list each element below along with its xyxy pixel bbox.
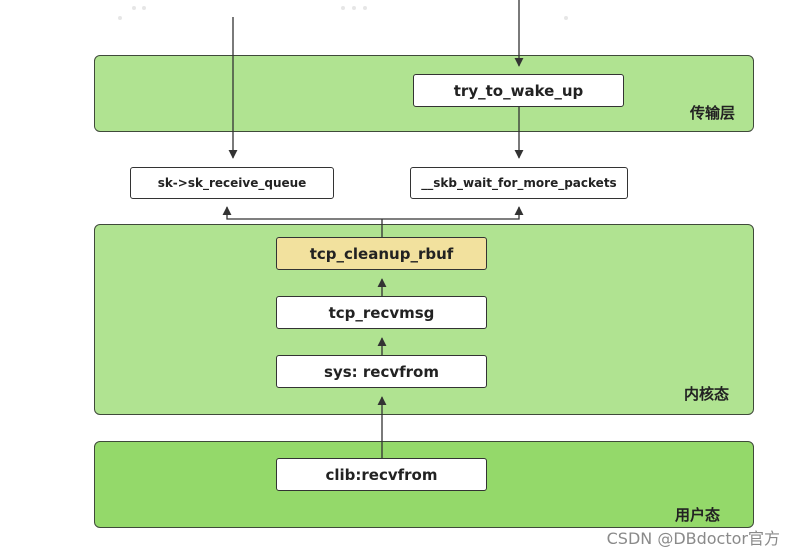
node-try-to-wake-up: try_to_wake_up: [413, 74, 624, 107]
arrow-split-left: [222, 206, 382, 220]
transport-layer-label: 传输层: [689, 104, 735, 122]
decor-dot: [363, 6, 367, 10]
decor-dot: [118, 16, 122, 20]
kernel-layer-label: 内核态: [683, 385, 729, 403]
decor-dot: [142, 6, 146, 10]
decor-dot: [352, 6, 356, 10]
node-tcp-recvmsg: tcp_recvmsg: [276, 296, 487, 329]
decor-dot: [564, 16, 568, 20]
user-layer-label: 用户态: [674, 506, 720, 524]
node-skb-wait-for-more-packets: __skb_wait_for_more_packets: [410, 167, 628, 199]
node-sys-recvfrom: sys: recvfrom: [276, 355, 487, 388]
node-sk-receive-queue: sk->sk_receive_queue: [130, 167, 334, 199]
decor-dot: [341, 6, 345, 10]
node-tcp-cleanup-rbuf: tcp_cleanup_rbuf: [276, 237, 487, 270]
arrow-split-right: [382, 206, 524, 220]
decor-dot: [132, 6, 136, 10]
watermark: CSDN @DBdoctor官方: [606, 529, 780, 548]
node-clib-recvfrom: clib:recvfrom: [276, 458, 487, 491]
